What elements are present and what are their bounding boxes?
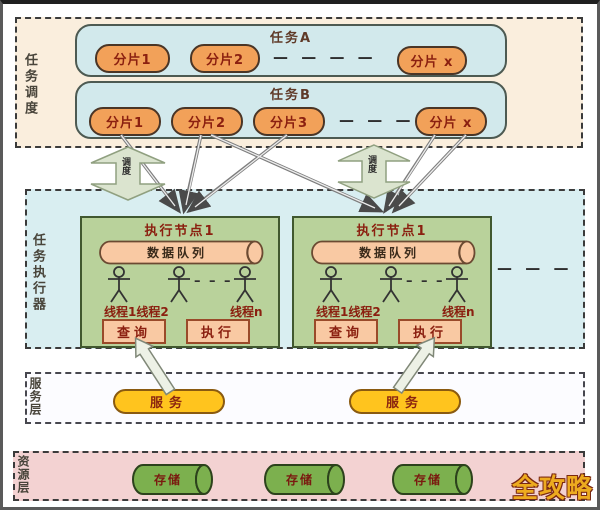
storage-cylinder-2: 存储	[262, 463, 346, 496]
task-b-title: 任务B	[270, 88, 312, 103]
executor-node-2-title: 执行节点1	[356, 224, 428, 239]
service-oval-2: 服务	[349, 389, 461, 414]
task-b-shard-1: 分片1	[89, 107, 161, 136]
cylinder-shape-icon	[264, 464, 345, 495]
sync-arrow-left-label: 调度	[120, 157, 130, 175]
cylinder-shape-icon	[311, 240, 476, 265]
data-queue-label: 数据队列	[358, 246, 419, 260]
service-section-label: 服务层	[28, 377, 42, 416]
thread-n-label: 线程n	[442, 305, 475, 319]
data-queue-label: 数据队列	[146, 246, 207, 260]
scheduler-section: 任务调度 任务A 分片1 分片2 — — — — 分片 x 任务B 分片1 分片…	[15, 17, 583, 148]
task-a-shard-1: 分片1	[95, 44, 170, 73]
cylinder-shape-icon	[132, 464, 213, 495]
thread-figure-icon	[234, 266, 256, 303]
threads-label: 线程1线程2	[316, 305, 381, 319]
task-b-ellipsis: — — —	[339, 111, 415, 129]
task-b-box: 任务B 分片1 分片2 分片3 — — — 分片 x	[75, 81, 507, 139]
sync-arrow-right-label: 调度	[366, 155, 376, 173]
executor-node-2: 执行节点1 数据队列 – –	[292, 216, 492, 348]
task-a-shard-2: 分片2	[190, 44, 260, 73]
storage-cylinder-1: 存储	[130, 463, 214, 496]
storage-label: 存储	[413, 473, 442, 487]
execute-button: 执行	[186, 319, 250, 344]
cylinder-shape-icon	[392, 464, 473, 495]
cylinder-shape-icon	[99, 240, 264, 265]
thread-ellipsis: – – –	[194, 274, 233, 289]
service-oval-1: 服务	[113, 389, 225, 414]
thread-figure-icon	[446, 266, 468, 303]
storage-label: 存储	[285, 473, 314, 487]
task-a-box: 任务A 分片1 分片2 — — — — 分片 x	[75, 24, 507, 77]
storage-label: 存储	[153, 473, 182, 487]
execute-button: 执行	[398, 319, 462, 344]
task-a-title: 任务A	[269, 31, 313, 46]
thread-figure-icon	[320, 266, 342, 303]
thread-figure-icon	[168, 266, 190, 303]
executor-section: 任务执行器 执行节点1 数据队列	[25, 189, 585, 349]
executor-ellipsis: — — —	[497, 259, 573, 277]
thread-ellipsis: – – –	[406, 274, 445, 289]
executor-section-label: 任务执行器	[30, 233, 45, 313]
task-b-shard-x: 分片 x	[415, 107, 487, 136]
executor-node-1-title: 执行节点1	[144, 224, 216, 239]
storage-cylinder-3: 存储	[390, 463, 474, 496]
threads-label: 线程1线程2	[104, 305, 169, 319]
data-queue-cylinder: 数据队列	[98, 240, 264, 265]
executor-node-1: 执行节点1 数据队列 – –	[80, 216, 280, 348]
query-button: 查询	[314, 319, 378, 344]
task-b-shard-2: 分片2	[171, 107, 243, 136]
data-queue-cylinder: 数据队列	[310, 240, 476, 265]
scheduler-section-label: 任务调度	[22, 53, 37, 117]
task-a-ellipsis: — — — —	[273, 48, 377, 66]
service-layer-section: 服务层 服务 服务	[25, 372, 585, 424]
watermark: 全攻略	[511, 474, 593, 504]
task-a-shard-x: 分片 x	[397, 46, 467, 75]
thread-n-label: 线程n	[230, 305, 263, 319]
resource-section-label: 资源层	[16, 455, 30, 494]
thread-figure-icon	[108, 266, 130, 303]
resource-layer-section: 资源层 存储 存储 存储	[13, 451, 585, 501]
task-b-shard-3: 分片3	[253, 107, 325, 136]
thread-figure-icon	[380, 266, 402, 303]
query-button: 查询	[102, 319, 166, 344]
